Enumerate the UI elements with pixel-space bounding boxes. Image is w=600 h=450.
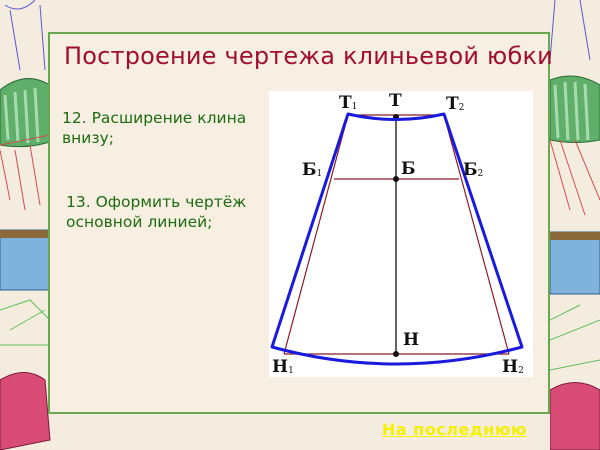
point-label-t2: Т2 bbox=[446, 94, 465, 114]
slide-panel: Построение чертежа клиньевой юбки 12. Ра… bbox=[48, 32, 553, 414]
point-label-h1: Н1 bbox=[272, 357, 294, 377]
point-label-b: Б bbox=[401, 159, 416, 179]
go-to-last-slide-link[interactable]: На последнюю bbox=[382, 420, 527, 439]
skirt-pattern-diagram: Т1 Т Т2 Б1 Б Б2 Н Н1 Н2 bbox=[269, 91, 533, 377]
point-label-t: Т bbox=[389, 91, 402, 111]
decorative-skirts-right bbox=[550, 0, 600, 450]
step-13-text: 13. Оформить чертёж основной линией; bbox=[66, 193, 247, 231]
step-12-text: 12. Расширение клина внизу; bbox=[62, 109, 247, 147]
point-label-t1: Т1 bbox=[339, 93, 358, 113]
point-label-h2: Н2 bbox=[502, 357, 524, 377]
slide-title: Построение чертежа клиньевой юбки bbox=[64, 42, 553, 70]
point-label-b1: Б1 bbox=[302, 160, 323, 180]
point-label-h: Н bbox=[403, 330, 420, 350]
skirt-drawing bbox=[270, 112, 524, 366]
point-label-b2: Б2 bbox=[463, 160, 484, 180]
